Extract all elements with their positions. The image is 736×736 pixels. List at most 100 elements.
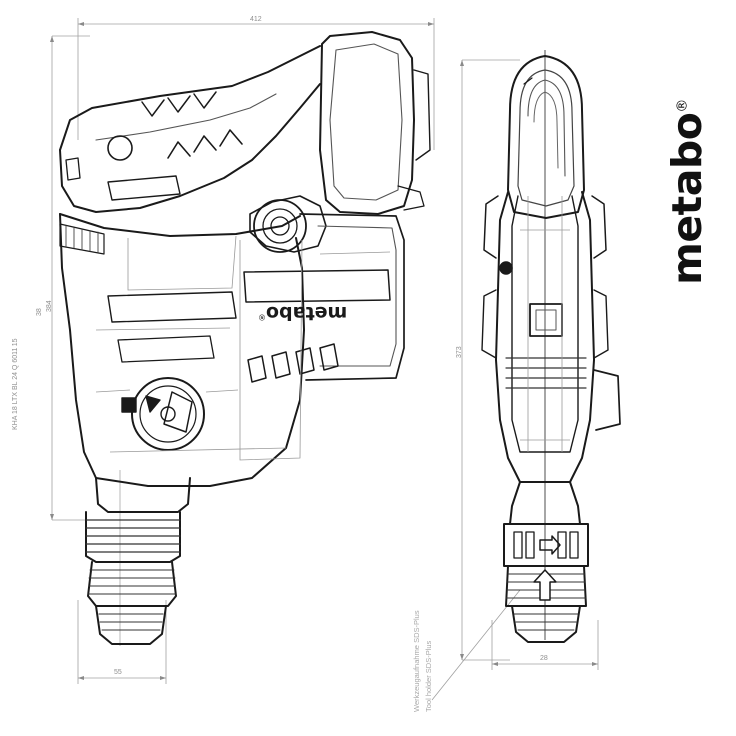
mode-icon-square	[121, 397, 137, 413]
battery-pack-inner	[329, 43, 403, 201]
dim-label-left-small: 38	[36, 308, 43, 316]
dim-label-right-base-width: 28	[540, 655, 548, 662]
lower-neck	[95, 477, 191, 513]
sds-sleeve-knurl	[87, 569, 177, 595]
dim-label-left-height: 384	[46, 300, 53, 312]
hidden-detail-b	[239, 239, 303, 461]
hidden-detail-a	[127, 235, 237, 291]
front-handle-detail	[523, 77, 533, 85]
front-handle-inner2	[527, 79, 566, 177]
mode-dial-pointer	[163, 391, 193, 433]
tool-holder-note-line1: Werkzeugaufnahme SDS-Plus	[412, 610, 421, 712]
mode-dial-inner	[139, 385, 197, 443]
chuck-barrel	[85, 511, 181, 563]
pivot-ring-inner	[270, 216, 290, 236]
front-tip-ribs	[513, 613, 579, 631]
grip-rib-5	[167, 95, 191, 113]
side-handle-mount	[107, 291, 237, 323]
front-chuck-sleeve	[505, 565, 587, 607]
hidden-detail-f	[109, 447, 287, 453]
release-arrow-symbol	[539, 535, 561, 555]
front-chuck-slot-l1	[513, 531, 523, 559]
front-tab-left	[483, 195, 499, 259]
grip-rib-1	[167, 141, 191, 159]
grip-rib-4	[141, 99, 165, 117]
body-metabo-logo-text: metabo	[266, 302, 348, 324]
mode-dial-hub	[160, 406, 176, 422]
battery-release-tab	[397, 185, 425, 211]
handle-inner-edge	[95, 93, 277, 141]
arrowhead-top-left	[78, 22, 84, 26]
front-chuck-tip	[511, 605, 581, 643]
arrowhead-rb-right	[592, 662, 598, 666]
grip-rib-6	[193, 91, 217, 109]
main-body-outline	[59, 213, 305, 487]
grip-rib-3	[219, 129, 243, 147]
metabo-logo: metabo®	[663, 99, 711, 285]
front-chuck-collar	[503, 523, 589, 567]
pivot-ring-mid	[262, 208, 298, 244]
side-button	[65, 157, 81, 181]
arrowhead-left-top	[50, 36, 54, 42]
arrowhead-top-right	[428, 22, 434, 26]
front-tab-right2	[593, 289, 609, 359]
arrowhead-bottom-right	[160, 676, 166, 680]
hidden-detail-d	[95, 389, 131, 393]
front-chuck-slot-r2	[569, 531, 579, 559]
leader-line-tool-holder	[431, 589, 521, 701]
front-handle-inner1	[517, 69, 575, 207]
handle-grip-outline	[59, 83, 321, 213]
front-handle-inner3	[533, 91, 559, 169]
dim-label-chuck-width: 55	[114, 669, 122, 676]
front-body-outline	[495, 191, 595, 483]
front-handle-outer	[507, 55, 585, 219]
body-metabo-logo-registered: ®	[258, 312, 266, 322]
part-number-note: KHA 18 LTX BL 24 Q 6011 15	[12, 338, 19, 430]
tool-holder-note-line2: Tool holder SDS-Plus	[424, 640, 433, 712]
lock-button	[107, 135, 133, 161]
nameplate-outline	[243, 269, 391, 303]
hidden-detail-e	[205, 389, 239, 393]
mode-icon-drill	[145, 395, 161, 413]
front-body-panel	[511, 195, 579, 453]
rear-panel-edge	[317, 225, 397, 367]
handle-top-outline	[59, 45, 321, 151]
front-neck	[509, 481, 581, 525]
chuck-rings	[85, 519, 181, 553]
sds-sleeve	[87, 561, 177, 607]
bellows-ribs	[65, 225, 99, 253]
front-chuck-slot-l2	[525, 531, 535, 559]
rear-panel	[299, 213, 405, 381]
arrowhead-rb-left	[492, 662, 498, 666]
front-tab-left2	[481, 289, 497, 359]
metabo-logo-text: metabo	[663, 112, 712, 285]
metabo-logo-registered: ®	[674, 99, 691, 113]
battery-rail-right	[413, 69, 431, 161]
grip-rib-2	[193, 135, 217, 153]
front-ring-bands	[505, 357, 587, 389]
bellows-left	[59, 223, 105, 255]
pivot-ring-outer	[253, 199, 307, 253]
lock-arrow-symbol	[533, 569, 557, 601]
arrowhead-bottom-left	[78, 676, 84, 680]
vent-slots	[247, 343, 339, 383]
trigger-switch	[107, 175, 181, 201]
hidden-detail-g	[319, 251, 391, 255]
front-button-inner	[535, 309, 557, 331]
mode-dial-outer	[131, 377, 205, 451]
battery-pack-outline	[319, 31, 415, 215]
arrowhead-right-top	[460, 60, 464, 66]
dim-label-right-height: 373	[456, 346, 463, 358]
hidden-detail-c	[95, 327, 231, 331]
body-metabo-logo: metabo®	[258, 302, 347, 324]
body-upper-edge	[59, 213, 301, 237]
front-button-square	[529, 303, 563, 337]
dim-label-top-width: 412	[250, 16, 262, 23]
arrowhead-right-bottom	[460, 654, 464, 660]
aux-slot	[117, 335, 215, 363]
front-chuck-slot-r1	[557, 531, 567, 559]
